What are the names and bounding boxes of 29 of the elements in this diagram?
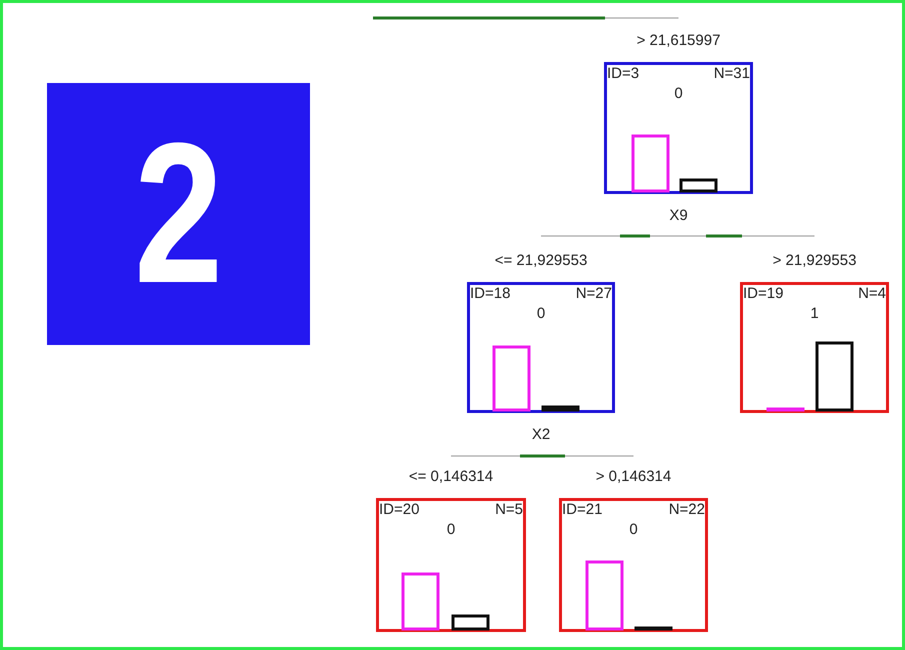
split-condition: > 21,615997: [636, 32, 720, 50]
node-class: 0: [446, 521, 456, 538]
tree-node-box: [559, 498, 708, 632]
tree-node-box: [376, 498, 526, 632]
node-count: N=31: [714, 65, 750, 82]
tree-node-box: [740, 282, 889, 413]
tree-node-box: [604, 62, 753, 194]
node-id: ID=19: [743, 285, 784, 302]
node-count: N=27: [576, 285, 612, 302]
node-id: ID=18: [470, 285, 510, 302]
node-id: ID=21: [562, 501, 602, 518]
split-condition: <= 21,929553: [494, 252, 588, 270]
split-condition: > 21,929553: [772, 252, 856, 270]
tile-number: 2: [134, 114, 223, 314]
node-count: N=4: [858, 285, 886, 302]
node-id: ID=20: [379, 501, 420, 518]
tree-node-box: [467, 282, 615, 413]
node-class: 1: [810, 305, 819, 322]
node-class: 0: [629, 521, 638, 538]
node-count: N=5: [495, 501, 523, 518]
node-class: 0: [674, 85, 683, 102]
split-variable: X2: [532, 426, 550, 444]
node-count: N=22: [668, 501, 705, 518]
node-class: 0: [536, 305, 546, 322]
split-condition: > 0,146314: [596, 468, 672, 486]
split-condition: <= 0,146314: [408, 468, 494, 486]
node-id: ID=3: [607, 65, 640, 82]
split-variable: X9: [669, 207, 688, 225]
number-tile: [47, 83, 310, 345]
